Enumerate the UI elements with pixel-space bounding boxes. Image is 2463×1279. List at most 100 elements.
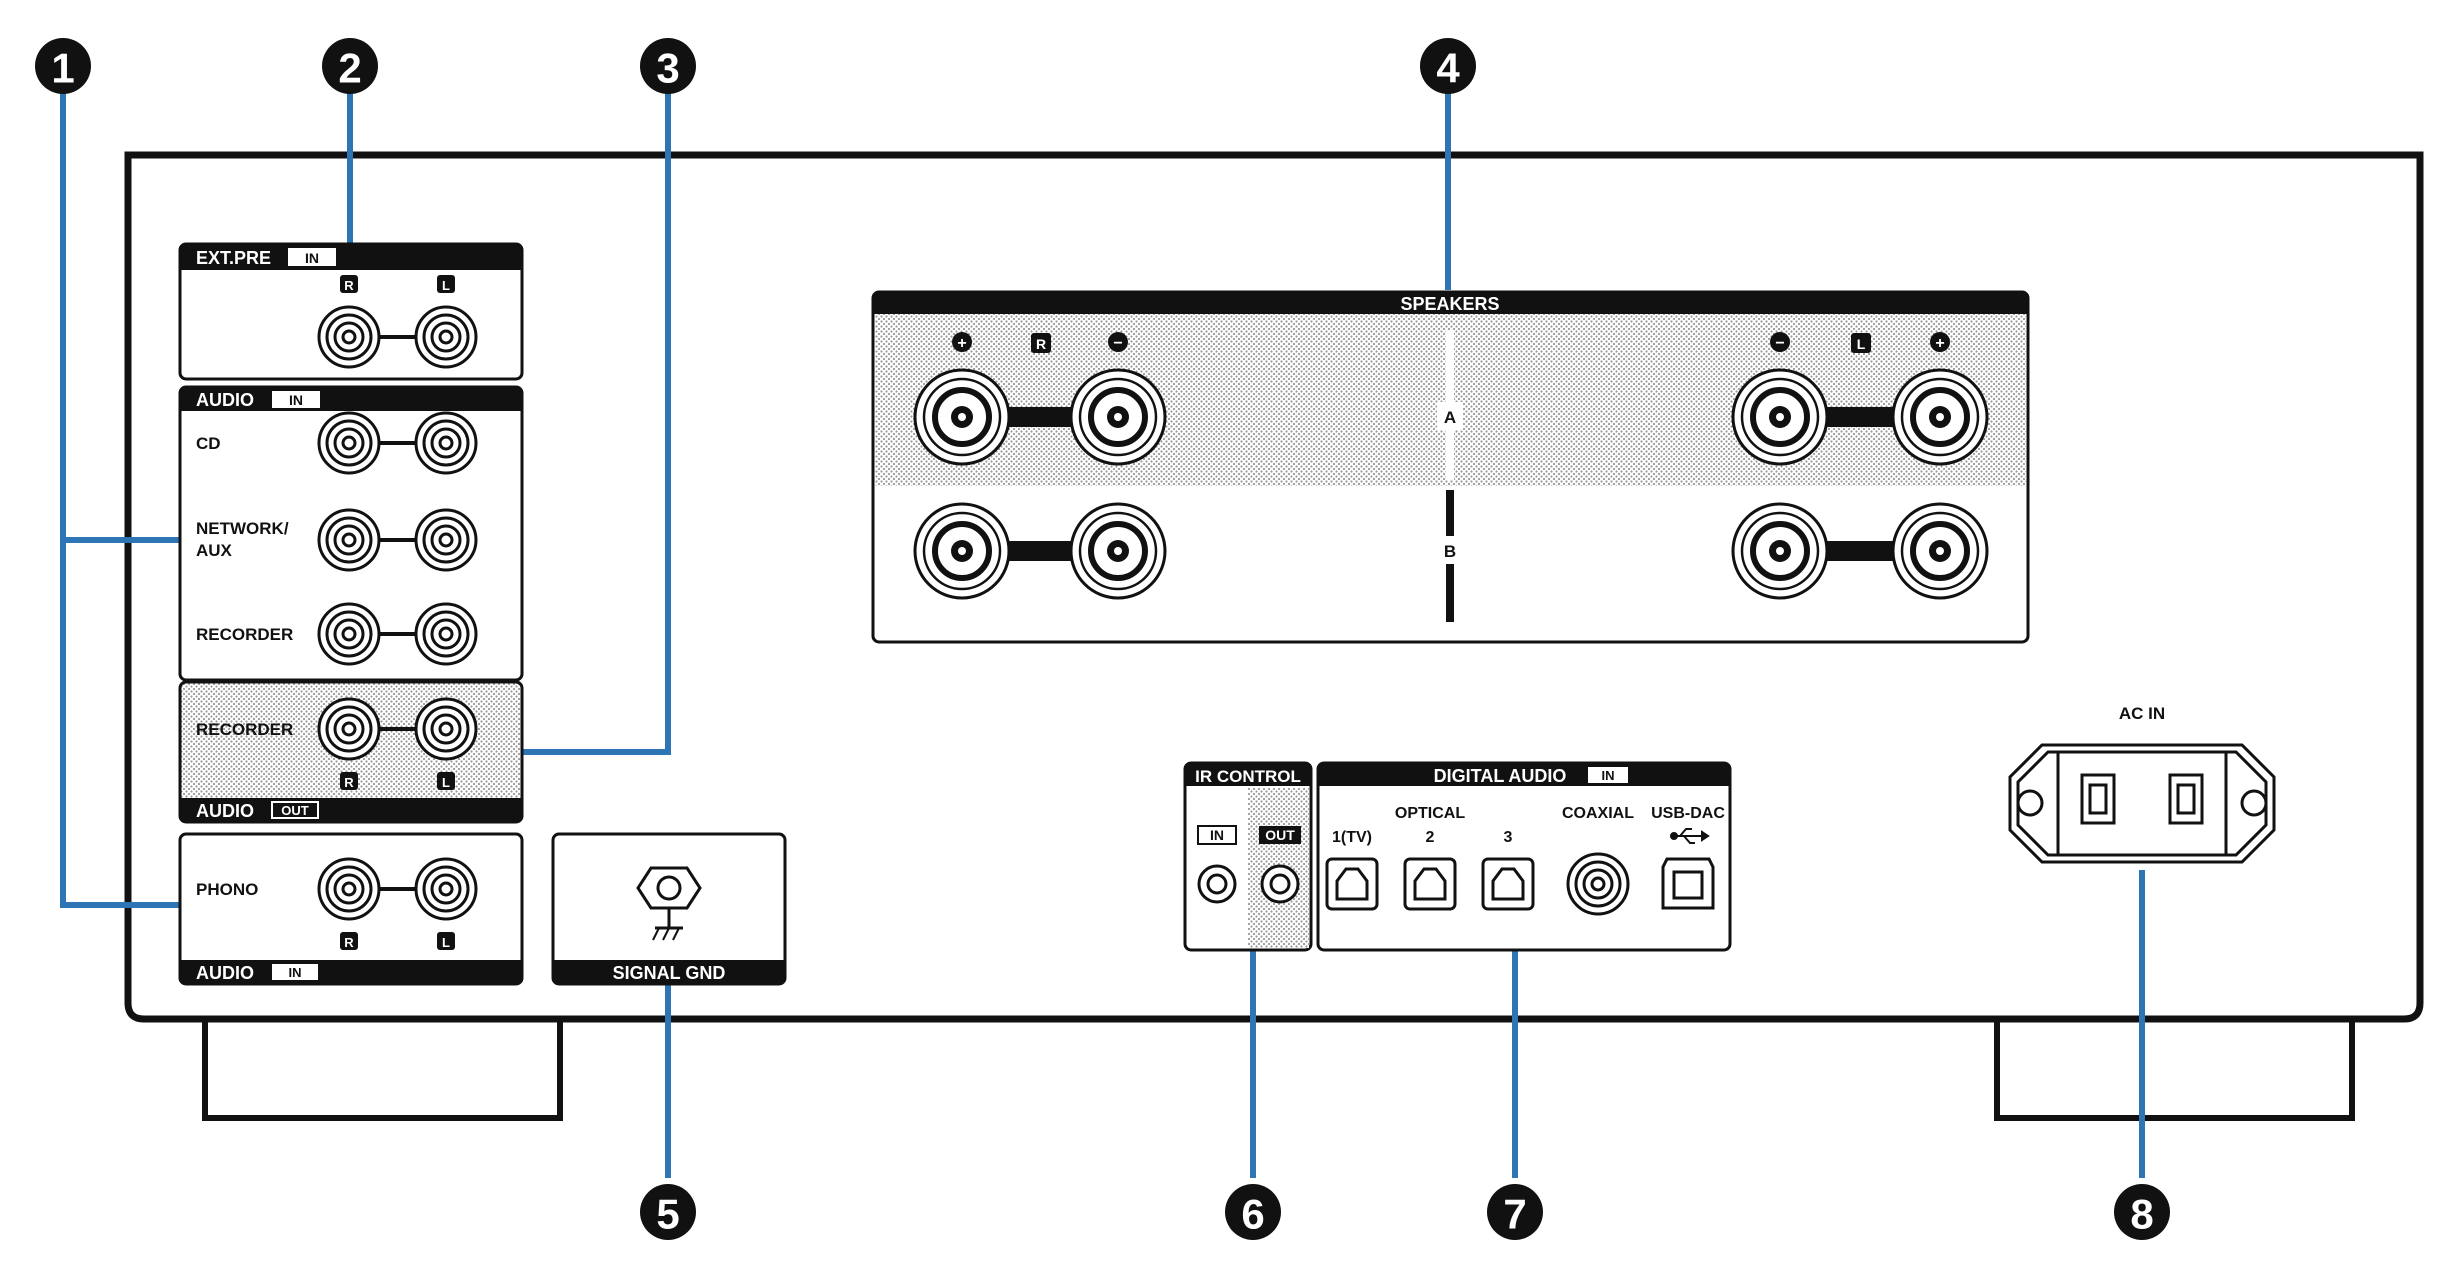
optical-3-label: 3: [1504, 829, 1513, 846]
svg-text:1: 1: [51, 45, 74, 92]
svg-text:5: 5: [656, 1191, 679, 1238]
ac-in-inlet: AC IN: [2008, 704, 2276, 864]
recorder-in-l-jack: [414, 602, 478, 666]
recorder-out-r-label: R: [344, 775, 354, 790]
svg-text:2: 2: [338, 45, 361, 92]
phono-panel: PHONO R L AUDIO IN: [178, 832, 524, 986]
speaker-b-l-minus-terminal: [1733, 504, 1827, 598]
speaker-a-label: A: [1444, 408, 1456, 427]
signal-gnd-panel: SIGNAL GND: [551, 832, 787, 986]
ir-control-panel: IR CONTROL IN OUT: [1183, 761, 1313, 952]
usb-b-port-icon: [1661, 857, 1715, 910]
ir-control-title: IR CONTROL: [1195, 767, 1301, 786]
phono-r-jack: [317, 857, 381, 921]
svg-text:8: 8: [2130, 1191, 2153, 1238]
optical-label: OPTICAL: [1395, 805, 1465, 822]
speakers-title: SPEAKERS: [1400, 294, 1499, 314]
speaker-l-minus-label: −: [1775, 335, 1784, 352]
usb-dac-label: USB-DAC: [1651, 805, 1725, 822]
signal-gnd-label: SIGNAL GND: [613, 963, 726, 983]
callout-5-badge: 5: [640, 1184, 696, 1240]
phono-l-label: L: [442, 935, 450, 950]
speaker-l-label: L: [1857, 336, 1866, 352]
phono-audio-title: AUDIO: [196, 963, 254, 983]
speaker-b-label: B: [1444, 542, 1456, 561]
recorder-in-r-jack: [317, 602, 381, 666]
recorder-out-l-jack: [414, 697, 478, 761]
speaker-l-plus-label: +: [1935, 335, 1944, 352]
speaker-b-l-plus-terminal: [1893, 504, 1987, 598]
svg-text:7: 7: [1503, 1191, 1526, 1238]
ext-pre-in-tag: IN: [305, 250, 319, 266]
coaxial-label: COAXIAL: [1562, 805, 1634, 822]
ext-pre-l-jack: [414, 305, 478, 369]
ir-in-jack: [1197, 864, 1237, 904]
optical-1-jack: [1325, 857, 1379, 911]
network-label: NETWORK/: [196, 519, 289, 538]
speaker-a-l-minus-terminal: [1733, 370, 1827, 464]
recorder-out-label: RECORDER: [196, 720, 293, 739]
optical-3-jack: [1481, 857, 1535, 911]
recorder-out-r-jack: [317, 697, 381, 761]
left-foot: [202, 1019, 563, 1121]
speaker-a-r-minus-terminal: [1071, 370, 1165, 464]
svg-text:3: 3: [656, 45, 679, 92]
speaker-b-r-plus-terminal: [915, 504, 1009, 598]
phono-l-jack: [414, 857, 478, 921]
audio-in-title: AUDIO: [196, 390, 254, 410]
phono-label: PHONO: [196, 880, 258, 899]
phono-in-tag: IN: [289, 965, 302, 980]
ground-terminal-icon: [636, 866, 702, 941]
audio-out-tag: OUT: [281, 803, 309, 818]
network-l-jack: [414, 508, 478, 572]
phono-r-label: R: [344, 935, 354, 950]
callout-4-badge: 4: [1420, 38, 1476, 94]
audio-in-panel: AUDIO IN CD NETWORK/ AUX RECORDER: [178, 385, 524, 682]
speaker-r-minus-label: −: [1113, 335, 1122, 352]
optical-2-jack: [1403, 857, 1457, 911]
optical-1-tv-label: 1(TV): [1332, 829, 1372, 846]
svg-text:4: 4: [1436, 45, 1460, 92]
callout-lines: [60, 92, 2145, 1178]
network-r-jack: [317, 508, 381, 572]
audio-out-panel: RECORDER R L AUDIO OUT: [178, 680, 524, 824]
callout-2-badge: 2: [322, 38, 378, 94]
speakers-panel: SPEAKERS A B + R − − L +: [871, 290, 2030, 644]
recorder-in-label: RECORDER: [196, 625, 293, 644]
ext-pre-in-panel: EXT.PRE IN R L: [178, 242, 524, 381]
speaker-b-r-minus-terminal: [1071, 504, 1165, 598]
digital-audio-panel: DIGITAL AUDIO IN OPTICAL 1(TV) 2 3 COAXI…: [1316, 761, 1732, 952]
callout-3-badge: 3: [640, 38, 696, 94]
ext-pre-l-label: L: [442, 278, 450, 293]
cd-label: CD: [196, 434, 221, 453]
callout-1-badge: 1: [35, 38, 91, 94]
ir-out-jack: [1260, 864, 1300, 904]
ext-pre-r-label: R: [344, 278, 354, 293]
callout-6-badge: 6: [1225, 1184, 1281, 1240]
svg-text:6: 6: [1241, 1191, 1264, 1238]
speaker-r-plus-label: +: [957, 335, 966, 352]
ac-in-label: AC IN: [2119, 704, 2165, 723]
callout-8-badge: 8: [2114, 1184, 2170, 1240]
cd-l-jack: [414, 411, 478, 475]
digital-audio-in-tag: IN: [1602, 768, 1615, 783]
usb-symbol-icon: [1670, 828, 1710, 844]
callout-7-badge: 7: [1487, 1184, 1543, 1240]
right-foot: [1994, 1019, 2355, 1121]
audio-in-tag: IN: [289, 392, 303, 408]
ext-pre-title: EXT.PRE: [196, 248, 271, 268]
speaker-r-label: R: [1036, 336, 1046, 352]
ext-pre-r-jack: [317, 305, 381, 369]
ir-in-tag: IN: [1210, 827, 1224, 843]
digital-audio-title: DIGITAL AUDIO: [1434, 766, 1567, 786]
aux-label: AUX: [196, 541, 233, 560]
audio-out-title: AUDIO: [196, 801, 254, 821]
speaker-a-l-plus-terminal: [1893, 370, 1987, 464]
ir-out-tag: OUT: [1265, 827, 1295, 843]
cd-r-jack: [317, 411, 381, 475]
speaker-a-r-plus-terminal: [915, 370, 1009, 464]
optical-2-label: 2: [1426, 829, 1435, 846]
coaxial-jack: [1566, 852, 1630, 916]
recorder-out-l-label: L: [442, 775, 450, 790]
